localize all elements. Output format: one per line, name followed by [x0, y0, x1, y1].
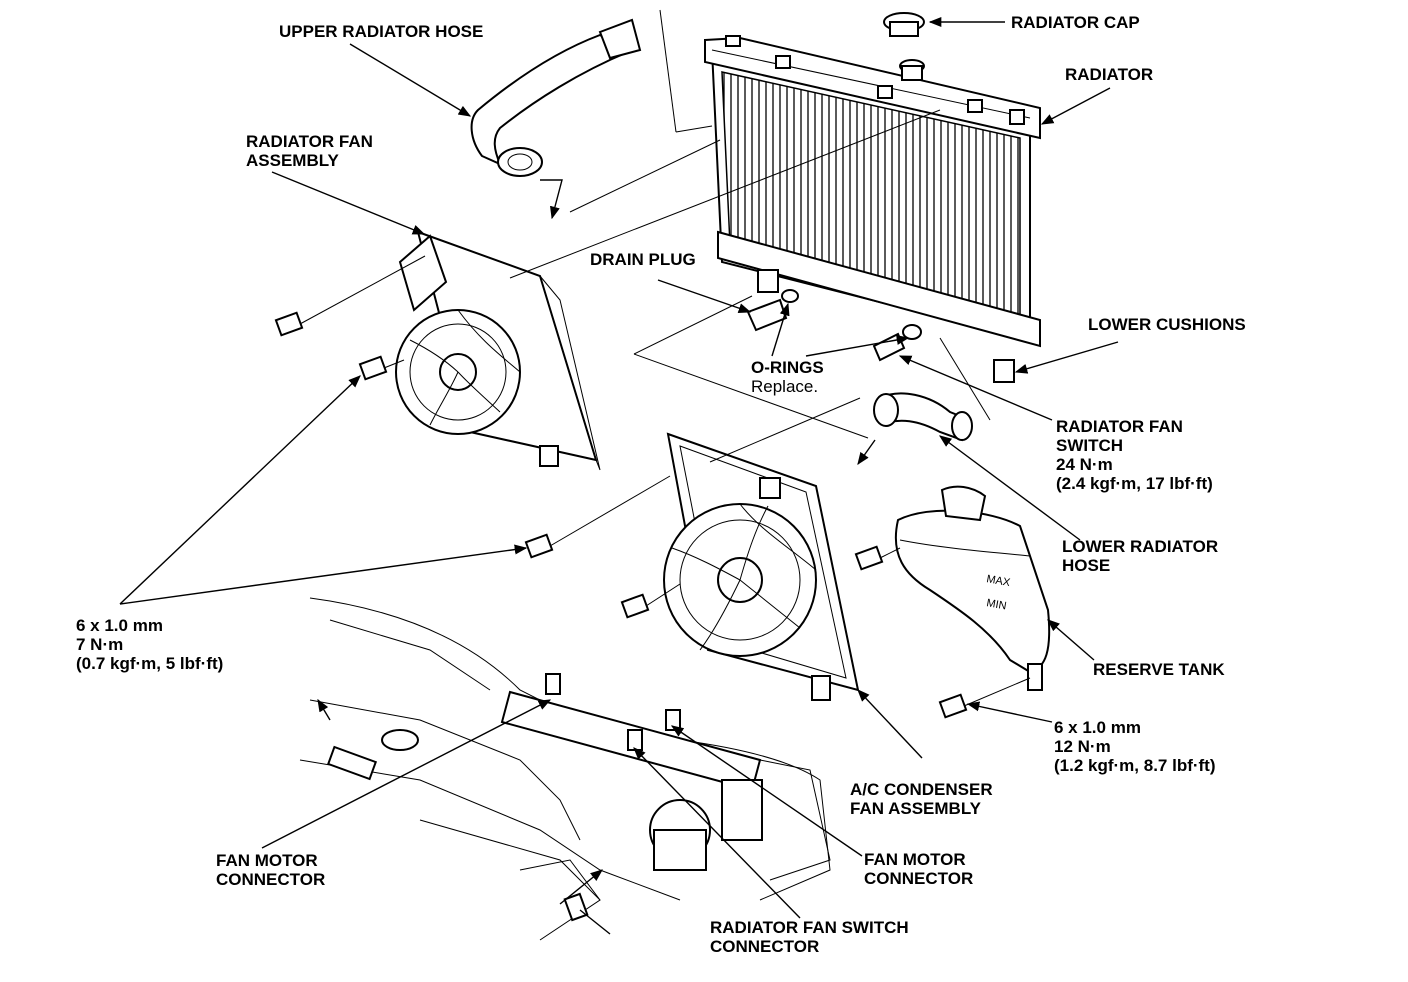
- upper-radiator-hose: [470, 18, 642, 177]
- radiator-cap: [883, 12, 925, 81]
- fan-motor-connector-right-label: FAN MOTOR CONNECTOR: [864, 850, 974, 888]
- lower-cushion: [757, 269, 1015, 383]
- ac-condenser-fan-assembly-label: A/C CONDENSER FAN ASSEMBLY: [850, 780, 993, 818]
- radiator: [704, 35, 1041, 348]
- fan-motor-connector-left-label: FAN MOTOR CONNECTOR: [216, 851, 326, 889]
- lower-cushions-label: LOWER CUSHIONS: [1088, 315, 1246, 334]
- lower-radiator-hose: [873, 392, 973, 442]
- bolt-spec-12nm-label: 6 x 1.0 mm 12 N·m (1.2 kgf·m, 8.7 lbf·ft…: [1054, 718, 1216, 775]
- leader-lines: [119, 16, 1119, 935]
- bolt: [274, 311, 304, 337]
- radiator-fan-assembly-label: RADIATOR FAN ASSEMBLY: [246, 132, 373, 170]
- bolt: [620, 593, 650, 619]
- radiator-fan-assembly: [395, 230, 601, 471]
- connector: [563, 892, 589, 922]
- reserve-tank: MAX MIN: [894, 485, 1051, 691]
- drain-plug-label: DRAIN PLUG: [590, 250, 696, 269]
- bolt: [854, 545, 884, 571]
- bolt-spec-7nm-label: 6 x 1.0 mm 7 N·m (0.7 kgf·m, 5 lbf·ft): [76, 616, 224, 673]
- ac-condenser-fan-assembly: [663, 432, 860, 701]
- radiator-fan-switch-connector-label: RADIATOR FAN SWITCH CONNECTOR: [710, 918, 909, 956]
- assembly-guide-lines: [299, 9, 1031, 707]
- tank-min-mark: MIN: [985, 597, 1007, 612]
- upper-radiator-hose-label: UPPER RADIATOR HOSE: [279, 22, 484, 41]
- drain-plug: [746, 298, 788, 332]
- o-rings-label: O-RINGS Replace.: [751, 358, 824, 396]
- radiator-label: RADIATOR: [1065, 65, 1154, 84]
- bolt: [938, 693, 968, 719]
- radiator-fan-switch-connector: [627, 729, 643, 751]
- reserve-tank-label: RESERVE TANK: [1093, 660, 1225, 679]
- lower-radiator-hose-label: LOWER RADIATOR HOSE: [1062, 537, 1219, 575]
- fan-motor-connector: [545, 673, 561, 695]
- radiator-fan-switch-label: RADIATOR FAN SWITCH 24 N·m (2.4 kgf·m, 1…: [1056, 417, 1213, 493]
- radiator-fan-switch: [872, 332, 906, 362]
- radiator-cap-label: RADIATOR CAP: [1011, 13, 1140, 32]
- tank-max-mark: MAX: [985, 573, 1011, 589]
- bolt: [358, 355, 388, 381]
- bolt: [524, 533, 554, 559]
